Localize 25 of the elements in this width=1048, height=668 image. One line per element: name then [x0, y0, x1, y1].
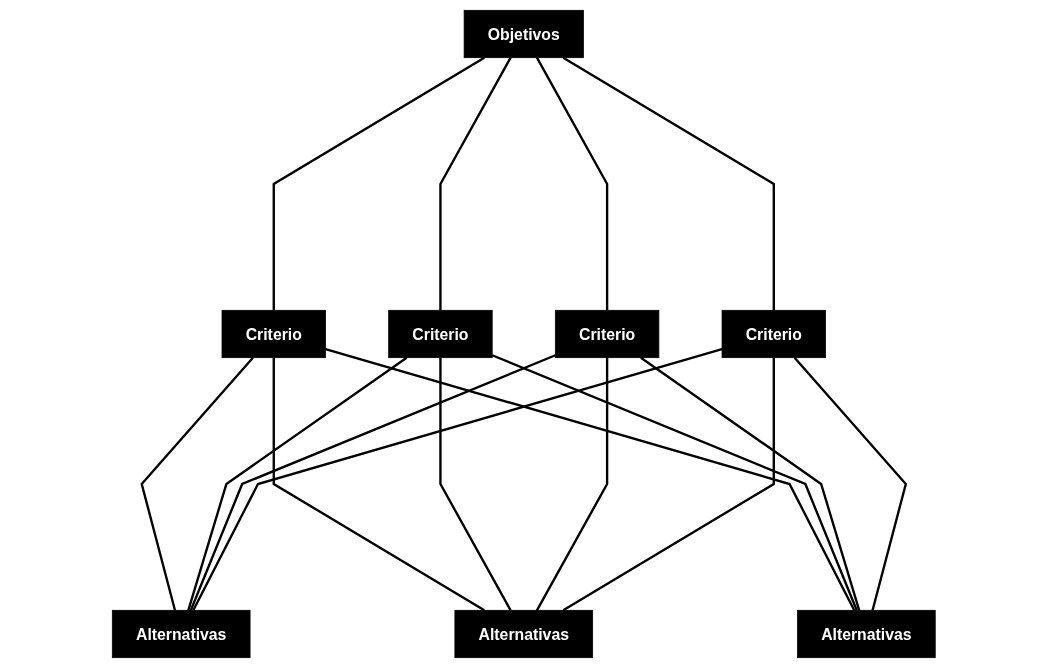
hierarchy-diagram: Objetivos Criterio Criterio Criterio Criterio Alternativas Alternativas Alternativas	[106, 4, 942, 664]
connector	[439, 57, 512, 311]
node-box	[797, 609, 936, 659]
connector	[640, 356, 861, 611]
connector	[562, 357, 776, 612]
connector	[272, 357, 486, 612]
connector	[189, 354, 557, 611]
connector	[793, 356, 908, 611]
node-box	[721, 309, 827, 359]
connector	[491, 354, 859, 611]
node-box	[555, 309, 660, 359]
connector	[439, 357, 512, 611]
connector	[536, 357, 609, 611]
connector	[325, 347, 856, 611]
connector	[536, 57, 609, 311]
connector	[192, 347, 723, 611]
connector	[140, 356, 254, 611]
node-box	[463, 9, 585, 59]
node-box	[112, 609, 251, 659]
node-box	[388, 309, 493, 359]
connector	[272, 56, 486, 311]
node-box	[221, 309, 327, 359]
connector	[562, 56, 776, 311]
node-box	[454, 609, 594, 659]
connector	[187, 356, 408, 611]
